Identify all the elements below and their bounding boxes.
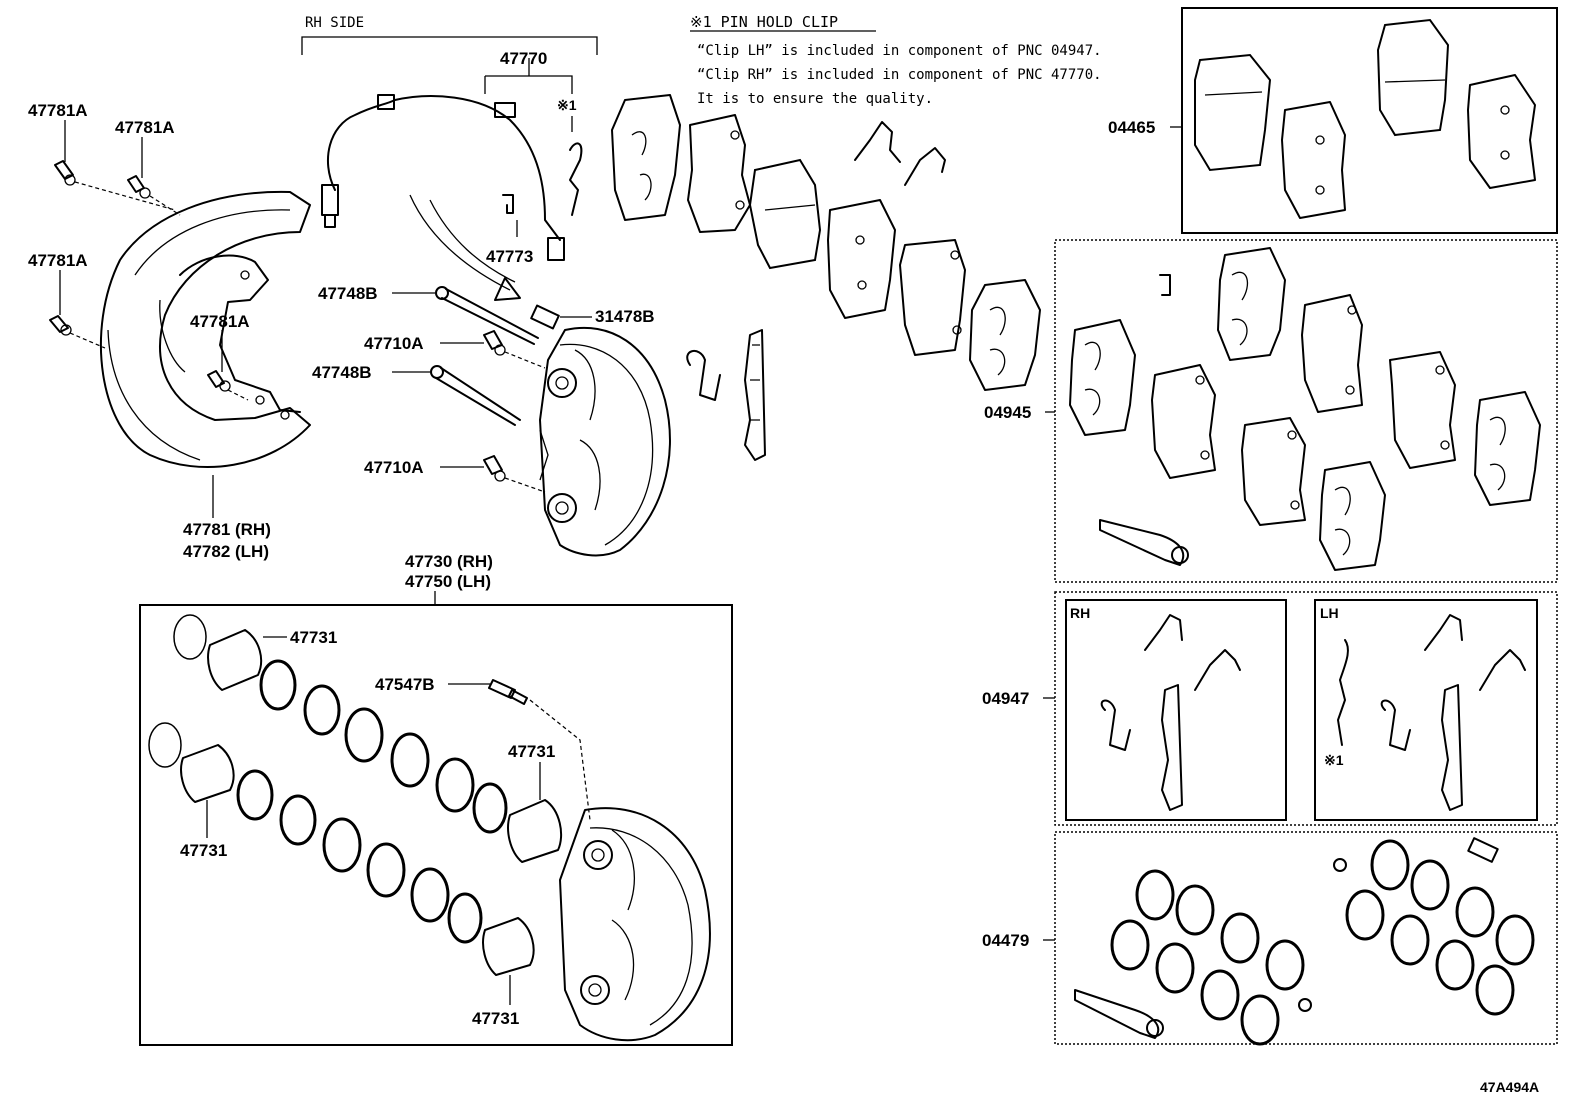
- callout-47770: 47770: [500, 49, 547, 68]
- brake-pad-upper: [748, 158, 822, 270]
- pin-47748b-1: [435, 286, 539, 345]
- callout-mark1: ※1: [557, 97, 577, 113]
- note-line-1: “Clip LH” is included in component of PN…: [697, 43, 1102, 59]
- callout-47748b-1: 47748B: [318, 284, 378, 303]
- pin-47748b-2: [430, 365, 521, 426]
- assembly-arrow: [409, 194, 521, 301]
- pad-shim-upper-1: [611, 94, 681, 221]
- bolt-47781a-4: [207, 370, 231, 392]
- note-line-2: “Clip RH” is included in component of PN…: [697, 67, 1102, 83]
- callout-47730-rh: 47730 (RH): [405, 552, 493, 571]
- callout-47782-lh: 47782 (LH): [183, 542, 269, 561]
- callout-47781a-1: 47781A: [28, 101, 88, 120]
- bolt-dashes: [69, 181, 249, 401]
- callout-04945: 04945: [984, 403, 1031, 422]
- callout-47731-3: 47731: [180, 841, 227, 860]
- callout-31478b: 31478B: [595, 307, 655, 326]
- bolt-47710a-1: [483, 330, 546, 369]
- note-title: ※1 PIN HOLD CLIP: [690, 13, 838, 31]
- caliper-upper: [539, 326, 671, 557]
- box-04465: [1181, 7, 1558, 234]
- pin-hold-clip-note: ※1 PIN HOLD CLIP “Clip LH” is included i…: [690, 13, 1102, 107]
- pad-spring-clip: [686, 329, 766, 461]
- rh-box-label: RH: [1070, 605, 1090, 621]
- disc-brake-dust-cover: [99, 190, 311, 469]
- callout-47781a-3: 47781A: [28, 251, 88, 270]
- bolt-47781a-3: [49, 315, 72, 336]
- anti-squeal-clips-upper: [854, 121, 946, 186]
- callout-47731-4: 47731: [472, 1009, 519, 1028]
- box-04947: [1054, 591, 1558, 826]
- callout-47781-rh: 47781 (RH): [183, 520, 271, 539]
- diagram-id: 47A494A: [1480, 1079, 1539, 1095]
- pad-shim-upper-5: [969, 279, 1041, 391]
- pad-shim-upper-4: [899, 239, 966, 356]
- bolt-47781a-2: [127, 175, 151, 199]
- callout-04465: 04465: [1108, 118, 1155, 137]
- note-line-3: It is to ensure the quality.: [697, 91, 933, 107]
- pad-shim-upper-3: [827, 199, 896, 319]
- pad-shim-upper-2: [687, 114, 751, 233]
- callout-labels: 47781A 47781A 47781A 47781A 47770 ※1 477…: [28, 49, 1539, 1095]
- box-caliper-kit: [139, 604, 733, 1046]
- bolt-47781a-1: [54, 160, 76, 186]
- callout-47781a-2: 47781A: [115, 118, 175, 137]
- rh-side-bracket: RH SIDE: [301, 15, 598, 55]
- callout-04479: 04479: [982, 931, 1029, 950]
- callout-47748b-2: 47748B: [312, 363, 372, 382]
- box-04479: [1054, 831, 1558, 1046]
- callout-47731-1: 47731: [290, 628, 337, 647]
- lh-box-label: LH: [1320, 605, 1339, 621]
- box-04945: [1054, 239, 1558, 583]
- callout-04947: 04947: [982, 689, 1029, 708]
- callout-47773: 47773: [486, 247, 533, 266]
- callout-47547b: 47547B: [375, 675, 435, 694]
- callout-47781a-4: 47781A: [190, 312, 250, 331]
- leader-lines: [59, 58, 1182, 1005]
- callout-47710a-2: 47710A: [364, 458, 424, 477]
- callout-47750-lh: 47750 (LH): [405, 572, 491, 591]
- callout-47731-2: 47731: [508, 742, 555, 761]
- callout-47710a-1: 47710A: [364, 334, 424, 353]
- bushing-31478b: [530, 304, 560, 330]
- bolt-47710a-2: [483, 455, 546, 493]
- rh-side-label: RH SIDE: [305, 15, 364, 31]
- callout-mark1-lh: ※1: [1324, 752, 1344, 768]
- pad-wear-sensor: [321, 94, 583, 261]
